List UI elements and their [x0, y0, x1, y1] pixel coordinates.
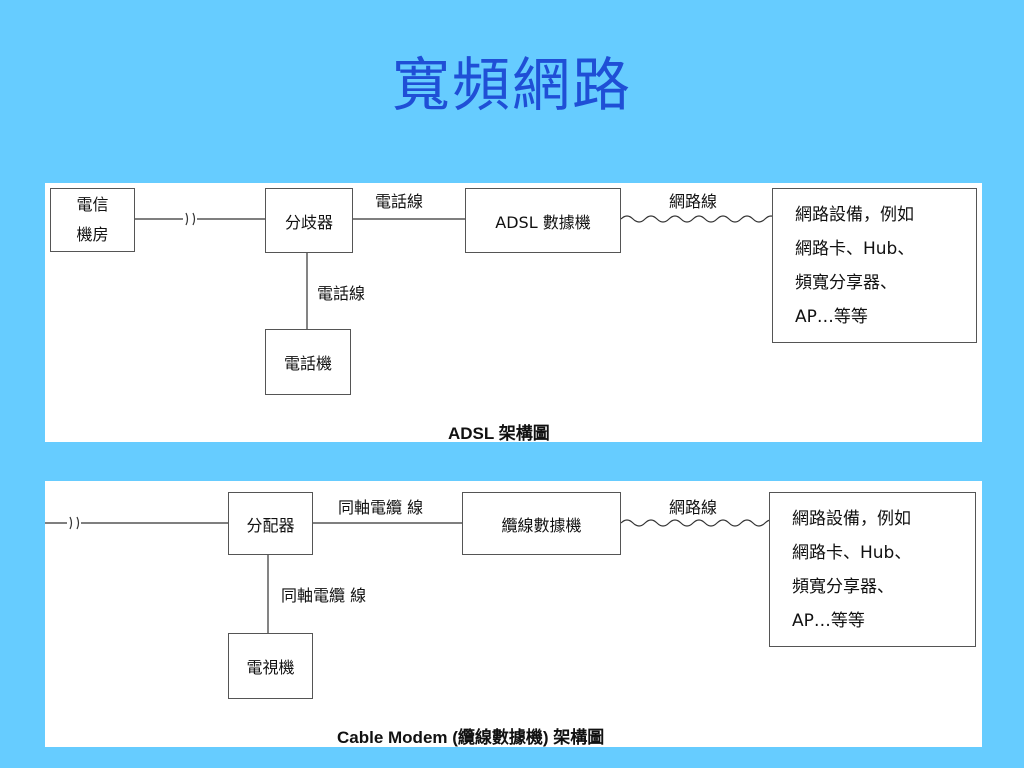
adsl-connector-lines: [135, 212, 790, 329]
devices-line-3: 頻寬分享器、: [795, 272, 897, 293]
splitter-box: 分歧器: [265, 188, 353, 253]
network-line-label: 網路線: [669, 192, 718, 211]
cable-modem-box: 纜線數據機: [462, 492, 621, 555]
phone-box: 電話機: [265, 329, 351, 395]
tv-box: 電視機: [228, 633, 313, 699]
telecom-label-line2: 機房: [76, 225, 109, 244]
cable-diagram-panel: 分配器 纜線數據機 電視機 網路設備，例如 網路卡、Hub、 頻寬分享器、 AP…: [45, 481, 982, 747]
cable-network-devices-box: 網路設備，例如 網路卡、Hub、 頻寬分享器、 AP…等等: [769, 492, 976, 647]
devices-line-2: 網路卡、Hub、: [795, 238, 915, 259]
telecom-label-line1: 電信: [76, 195, 109, 214]
phone-label: 電話機: [283, 354, 332, 373]
adsl-modem-box: ADSL 數據機: [465, 188, 621, 253]
cable-devices-line-4: AP…等等: [792, 610, 865, 631]
devices-line-4: AP…等等: [795, 306, 868, 327]
devices-line-1: 網路設備，例如: [795, 204, 914, 225]
coax-label-top: 同軸電纜 線: [338, 498, 424, 517]
cable-devices-line-3: 頻寬分享器、: [792, 576, 894, 597]
slide-title: 寬頻網路: [391, 51, 632, 119]
cable-devices-line-1: 網路設備，例如: [792, 508, 911, 529]
phone-line-label-side: 電話線: [317, 284, 366, 303]
cable-network-line-label: 網路線: [669, 498, 718, 517]
cable-devices-line-2: 網路卡、Hub、: [792, 542, 912, 563]
network-devices-box: 網路設備，例如 網路卡、Hub、 頻寬分享器、 AP…等等: [772, 188, 977, 343]
adsl-caption: ADSL 架構圖: [448, 424, 550, 443]
adsl-diagram-panel: 電信 機房 分歧器 ADSL 數據機 電話機 網路設備，例如 網路卡、Hub、 …: [45, 183, 982, 443]
cable-connector-lines: [45, 516, 790, 633]
adsl-modem-label: ADSL 數據機: [495, 212, 591, 232]
cable-modem-label: 纜線數據機: [501, 515, 582, 535]
phone-line-label-top: 電話線: [375, 192, 424, 211]
tv-label: 電視機: [246, 658, 295, 677]
coax-label-side: 同軸電纜 線: [281, 586, 367, 605]
distributor-box: 分配器: [228, 492, 313, 555]
splitter-label: 分歧器: [284, 212, 333, 232]
cable-caption: Cable Modem (纜線數據機) 架構圖: [337, 728, 605, 747]
distributor-label: 分配器: [246, 515, 295, 535]
telecom-office-box: 電信 機房: [50, 188, 135, 252]
